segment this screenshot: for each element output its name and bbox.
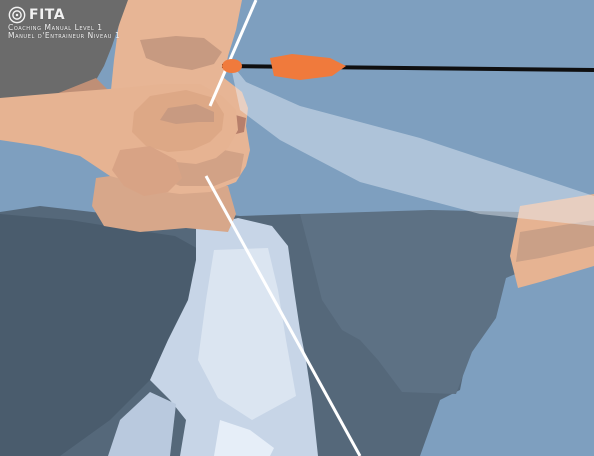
watermark-line-french: Manuel d'Entraineur Niveau 1 bbox=[8, 32, 120, 40]
fita-watermark: FITA Coaching Manual Level 1 Manuel d'En… bbox=[8, 6, 120, 40]
arrow-nock bbox=[222, 59, 242, 73]
fita-logo: FITA bbox=[8, 6, 120, 24]
target-logo-icon bbox=[8, 6, 26, 24]
fita-brand-text: FITA bbox=[29, 8, 65, 23]
